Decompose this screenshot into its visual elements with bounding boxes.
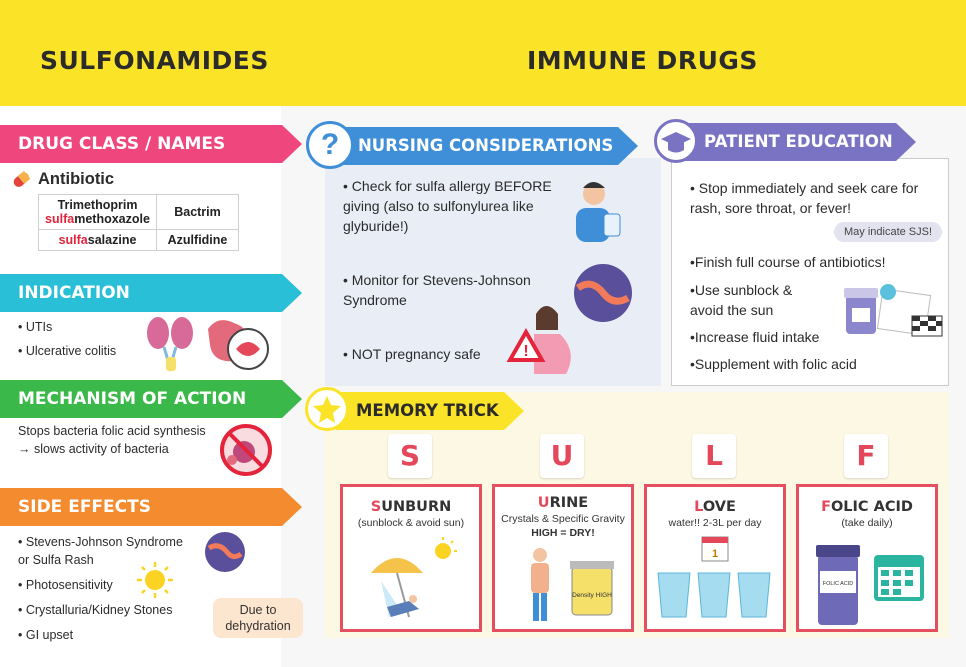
card-title-rest: UNBURN bbox=[381, 499, 452, 515]
card-title-rest: OVE bbox=[702, 499, 736, 515]
side-effect-item: GI upset bbox=[18, 625, 73, 645]
star-icon bbox=[305, 387, 349, 431]
card-first-letter: F bbox=[821, 499, 831, 515]
card-subtitle: Crystals & Specific Gravity bbox=[501, 513, 625, 525]
education-panel bbox=[671, 158, 949, 386]
indication-item: UTIs bbox=[18, 317, 52, 337]
mnemonic-card-sunburn: SUNBURN (sunblock & avoid sun) bbox=[340, 484, 482, 632]
mechanism-line: → slows activity of bacteria bbox=[18, 442, 169, 456]
generic-line: Trimethoprim bbox=[57, 198, 138, 212]
dehydration-note: Due to dehydration bbox=[213, 598, 303, 638]
sulfa-prefix: sulfa bbox=[45, 212, 75, 226]
mnemonic-letter: U bbox=[540, 434, 584, 478]
brand-name: Azulfidine bbox=[156, 229, 239, 251]
nursing-item: Check for sulfa allergy BEFORE giving (a… bbox=[343, 176, 558, 236]
header-bar bbox=[0, 0, 966, 106]
education-banner: PATIENT EDUCATION bbox=[676, 123, 916, 161]
card-first-letter: U bbox=[537, 495, 550, 511]
card-highlight: HIGH = DRY! bbox=[531, 527, 595, 539]
water-glasses-icon: 1 bbox=[657, 536, 771, 618]
education-item: • Stop immediately and seek care for ras… bbox=[690, 180, 919, 216]
nursing-banner: NURSING CONSIDERATIONS bbox=[328, 127, 638, 165]
education-item: •Use sunblock & avoid the sun bbox=[690, 282, 793, 318]
pill-icon bbox=[13, 171, 31, 187]
pills-prescription-icon bbox=[844, 284, 943, 337]
left-title: SULFONAMIDES bbox=[40, 46, 269, 75]
pregnant-woman-icon: ! bbox=[506, 306, 571, 374]
sun-icon bbox=[137, 562, 173, 598]
svg-text:!: ! bbox=[523, 343, 528, 360]
mechanism-line: Stops bacteria folic acid synthesis bbox=[18, 424, 206, 438]
indication-item: Ulcerative colitis bbox=[18, 341, 116, 361]
mnemonic-letter: F bbox=[844, 434, 888, 478]
education-text: Supplement with folic acid bbox=[694, 356, 857, 372]
education-item: •Finish full course of antibiotics! bbox=[690, 254, 886, 270]
drug-category: Antibiotic bbox=[38, 170, 115, 188]
card-title: FOLIC ACID bbox=[799, 499, 935, 515]
cup-label: Density HIGH bbox=[572, 592, 612, 599]
table-row: Trimethoprim sulfamethoxazole Bactrim bbox=[38, 194, 239, 230]
mnemonic-card-love: LOVE water!! 2-3L per day 1 bbox=[644, 484, 786, 632]
memory-banner: MEMORY TRICK bbox=[336, 392, 524, 430]
rash-icon bbox=[574, 264, 632, 322]
sjs-note: May indicate SJS! bbox=[834, 222, 943, 242]
card-title: LOVE bbox=[647, 499, 783, 515]
generic-suffix: salazine bbox=[87, 233, 137, 247]
education-text: Increase fluid intake bbox=[694, 329, 820, 345]
sunbathing-icon bbox=[371, 537, 457, 618]
card-first-letter: L bbox=[694, 499, 703, 515]
bottle-label: FOLIC ACID bbox=[823, 581, 854, 587]
card-first-letter: S bbox=[370, 499, 382, 515]
education-text: Use sunblock & avoid the sun bbox=[690, 282, 793, 318]
education-item: •Supplement with folic acid bbox=[690, 356, 857, 372]
mnemonic-letter: S bbox=[388, 434, 432, 478]
mnemonic-card-folic-acid: FOLIC ACID (take daily) FOLIC ACID bbox=[796, 484, 938, 632]
right-title: IMMUNE DRUGS bbox=[527, 46, 758, 75]
indication-banner: INDICATION bbox=[0, 274, 302, 312]
card-title-rest: RINE bbox=[549, 495, 589, 511]
education-item: •Increase fluid intake bbox=[690, 329, 820, 345]
generic-suffix: methoxazole bbox=[74, 212, 150, 226]
drug-class-banner: DRUG CLASS / NAMES bbox=[0, 125, 302, 163]
mnemonic-card-urine: URINE Crystals & Specific Gravity HIGH =… bbox=[492, 484, 634, 632]
graduation-cap-icon bbox=[654, 119, 698, 163]
urine-test-icon: Density HIGH bbox=[531, 548, 614, 621]
brand-name: Bactrim bbox=[156, 194, 239, 230]
card-subtitle: water!! 2-3L per day bbox=[668, 517, 762, 529]
no-bacteria-icon bbox=[220, 424, 272, 476]
generic-name: sulfasalazine bbox=[38, 229, 157, 251]
side-effect-item: Stevens-Johnson Syndrome bbox=[18, 532, 183, 552]
side-effect-item: or Sulfa Rash bbox=[18, 553, 94, 567]
card-title: URINE bbox=[495, 495, 631, 511]
sneezing-person-icon bbox=[576, 182, 621, 242]
drug-names-table: Trimethoprim sulfamethoxazole Bactrim su… bbox=[38, 194, 239, 251]
rash-icon bbox=[205, 532, 245, 572]
kidney-colon-icon bbox=[147, 317, 269, 373]
mnemonic-letter: L bbox=[692, 434, 736, 478]
nursing-item: NOT pregnancy safe bbox=[343, 344, 523, 364]
card-title: SUNBURN bbox=[343, 499, 479, 515]
side-effect-item: Photosensitivity bbox=[18, 575, 113, 595]
sulfa-prefix: sulfa bbox=[58, 233, 88, 247]
card-title-rest: OLIC ACID bbox=[830, 499, 913, 515]
generic-line: sulfamethoxazole bbox=[45, 212, 150, 226]
education-text: Stop immediately and seek care for rash,… bbox=[690, 180, 919, 216]
card-subtitle: (take daily) bbox=[841, 517, 893, 529]
folic-acid-calendar-icon: FOLIC ACID bbox=[816, 545, 924, 625]
card-subtitle: (sunblock & avoid sun) bbox=[357, 517, 465, 529]
calendar-day: 1 bbox=[712, 548, 718, 560]
table-row: sulfasalazine Azulfidine bbox=[38, 229, 239, 251]
side-effect-item: Crystalluria/Kidney Stones bbox=[18, 600, 173, 620]
nursing-item: Monitor for Stevens-Johnson Syndrome bbox=[343, 270, 558, 310]
question-icon: ? bbox=[306, 121, 354, 169]
generic-name: Trimethoprim sulfamethoxazole bbox=[38, 194, 157, 230]
side-effects-banner: SIDE EFFECTS bbox=[0, 488, 302, 526]
mechanism-banner: MECHANISM OF ACTION bbox=[0, 380, 302, 418]
education-text: Finish full course of antibiotics! bbox=[694, 254, 886, 270]
